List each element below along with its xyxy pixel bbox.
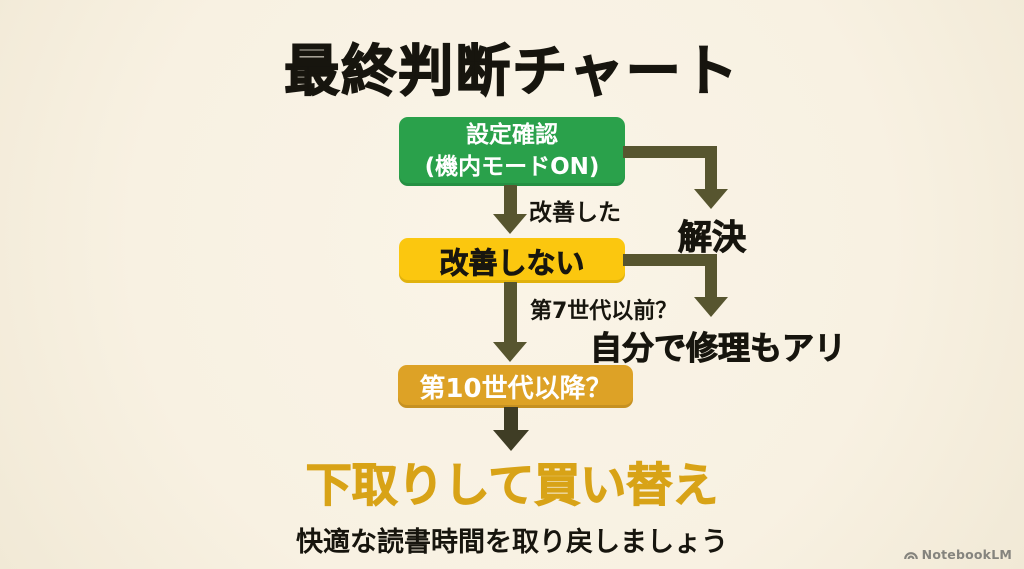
arrow-down-icon — [493, 342, 527, 362]
connector-solved-horizontal — [623, 146, 717, 158]
edge-label-improved: 改善した — [529, 200, 621, 226]
node-settings-check-line1: 設定確認 — [466, 122, 558, 149]
arrow-down-icon — [493, 430, 529, 451]
node-gen10-question: 第10世代以降？ — [398, 365, 633, 408]
arrow-down-shaft — [504, 185, 517, 216]
arrow-down-icon — [694, 189, 728, 209]
watermark-label: NotebookLM — [921, 547, 1012, 562]
node-settings-check: 設定確認 (機内モードON) — [399, 117, 625, 186]
arrow-down-icon — [694, 297, 728, 317]
watermark: NotebookLM — [903, 547, 1012, 562]
footer-text: 快適な読書時間を取り戻しましょう — [296, 527, 728, 558]
result-text: 下取りして買い替え — [305, 457, 719, 512]
connector-self-repair-horizontal — [623, 254, 717, 266]
node-settings-check-line2: (機内モードON) — [424, 153, 600, 180]
edge-label-gen7: 第7世代以前？ — [530, 299, 678, 324]
arrow-down-shaft — [504, 282, 517, 344]
label-solved: 解決 — [678, 218, 747, 259]
node-no-improvement: 改善しない — [399, 238, 625, 283]
connector-solved-vertical — [705, 146, 717, 191]
arrow-down-icon — [493, 214, 527, 234]
label-self-repair: 自分で修理もアリ — [589, 329, 847, 368]
connector-self-repair-vertical — [705, 254, 717, 299]
page-title: 最終判断チャート — [284, 38, 740, 104]
arrow-down-shaft — [504, 407, 518, 432]
notebooklm-logo-icon — [903, 549, 918, 560]
